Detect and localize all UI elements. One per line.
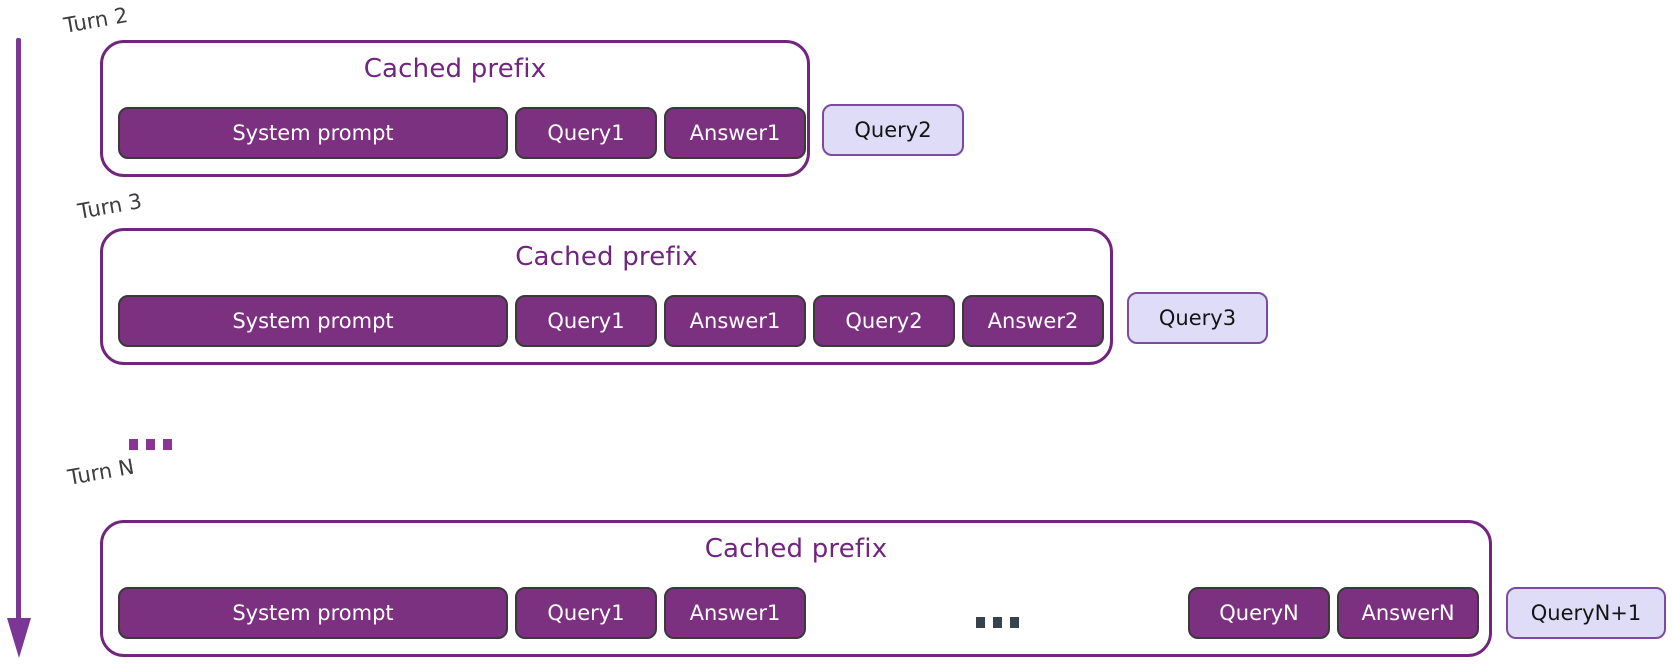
turn-3-cached-prefix-container: Cached prefix System prompt Query1 Answe… bbox=[100, 228, 1113, 365]
turn-n-cached-prefix-title: Cached prefix bbox=[704, 534, 888, 564]
cached-box-answer1: Answer1 bbox=[664, 295, 806, 347]
cached-box-system-prompt: System prompt bbox=[118, 587, 508, 639]
turn-3-cached-prefix-title: Cached prefix bbox=[515, 242, 698, 272]
turn-2-cached-prefix-container: Cached prefix System prompt Query1 Answe… bbox=[100, 40, 810, 177]
cached-boxes-gap bbox=[813, 587, 1181, 639]
cached-box-system-prompt: System prompt bbox=[118, 107, 508, 159]
turn-2-label: Turn 2 bbox=[61, 2, 130, 38]
cached-box-query2: Query2 bbox=[813, 295, 955, 347]
turn-3-new-query-box: Query3 bbox=[1127, 292, 1268, 344]
turn-n-label: Turn N bbox=[65, 454, 136, 490]
turn-2-cached-prefix-title: Cached prefix bbox=[363, 54, 547, 84]
cached-box-query1: Query1 bbox=[515, 107, 657, 159]
turn-3-label: Turn 3 bbox=[75, 188, 144, 224]
cached-box-queryn: QueryN bbox=[1188, 587, 1330, 639]
cached-box-system-prompt: System prompt bbox=[118, 295, 508, 347]
cached-box-answer2: Answer2 bbox=[962, 295, 1104, 347]
cached-box-query1: Query1 bbox=[515, 295, 657, 347]
turn-sequence-arrow-head-icon bbox=[7, 618, 31, 658]
cached-box-answern: AnswerN bbox=[1337, 587, 1479, 639]
turn-3-cached-boxes: System prompt Query1 Answer1 Query2 Answ… bbox=[118, 295, 1104, 347]
cached-boxes-ellipsis-icon bbox=[975, 617, 1019, 628]
cached-box-answer1: Answer1 bbox=[664, 107, 806, 159]
turn-2-cached-boxes: System prompt Query1 Answer1 bbox=[118, 107, 806, 159]
turn-2-new-query-box: Query2 bbox=[822, 104, 964, 156]
rows-ellipsis-icon bbox=[129, 439, 172, 450]
turn-n-cached-boxes: System prompt Query1 Answer1 QueryN Answ… bbox=[118, 587, 1479, 639]
turn-n-new-query-box: QueryN+1 bbox=[1506, 587, 1666, 639]
cached-box-answer1: Answer1 bbox=[664, 587, 806, 639]
cached-box-query1: Query1 bbox=[515, 587, 657, 639]
turn-sequence-arrow-line bbox=[16, 38, 21, 620]
turn-n-cached-prefix-container: Cached prefix System prompt Query1 Answe… bbox=[100, 520, 1492, 657]
